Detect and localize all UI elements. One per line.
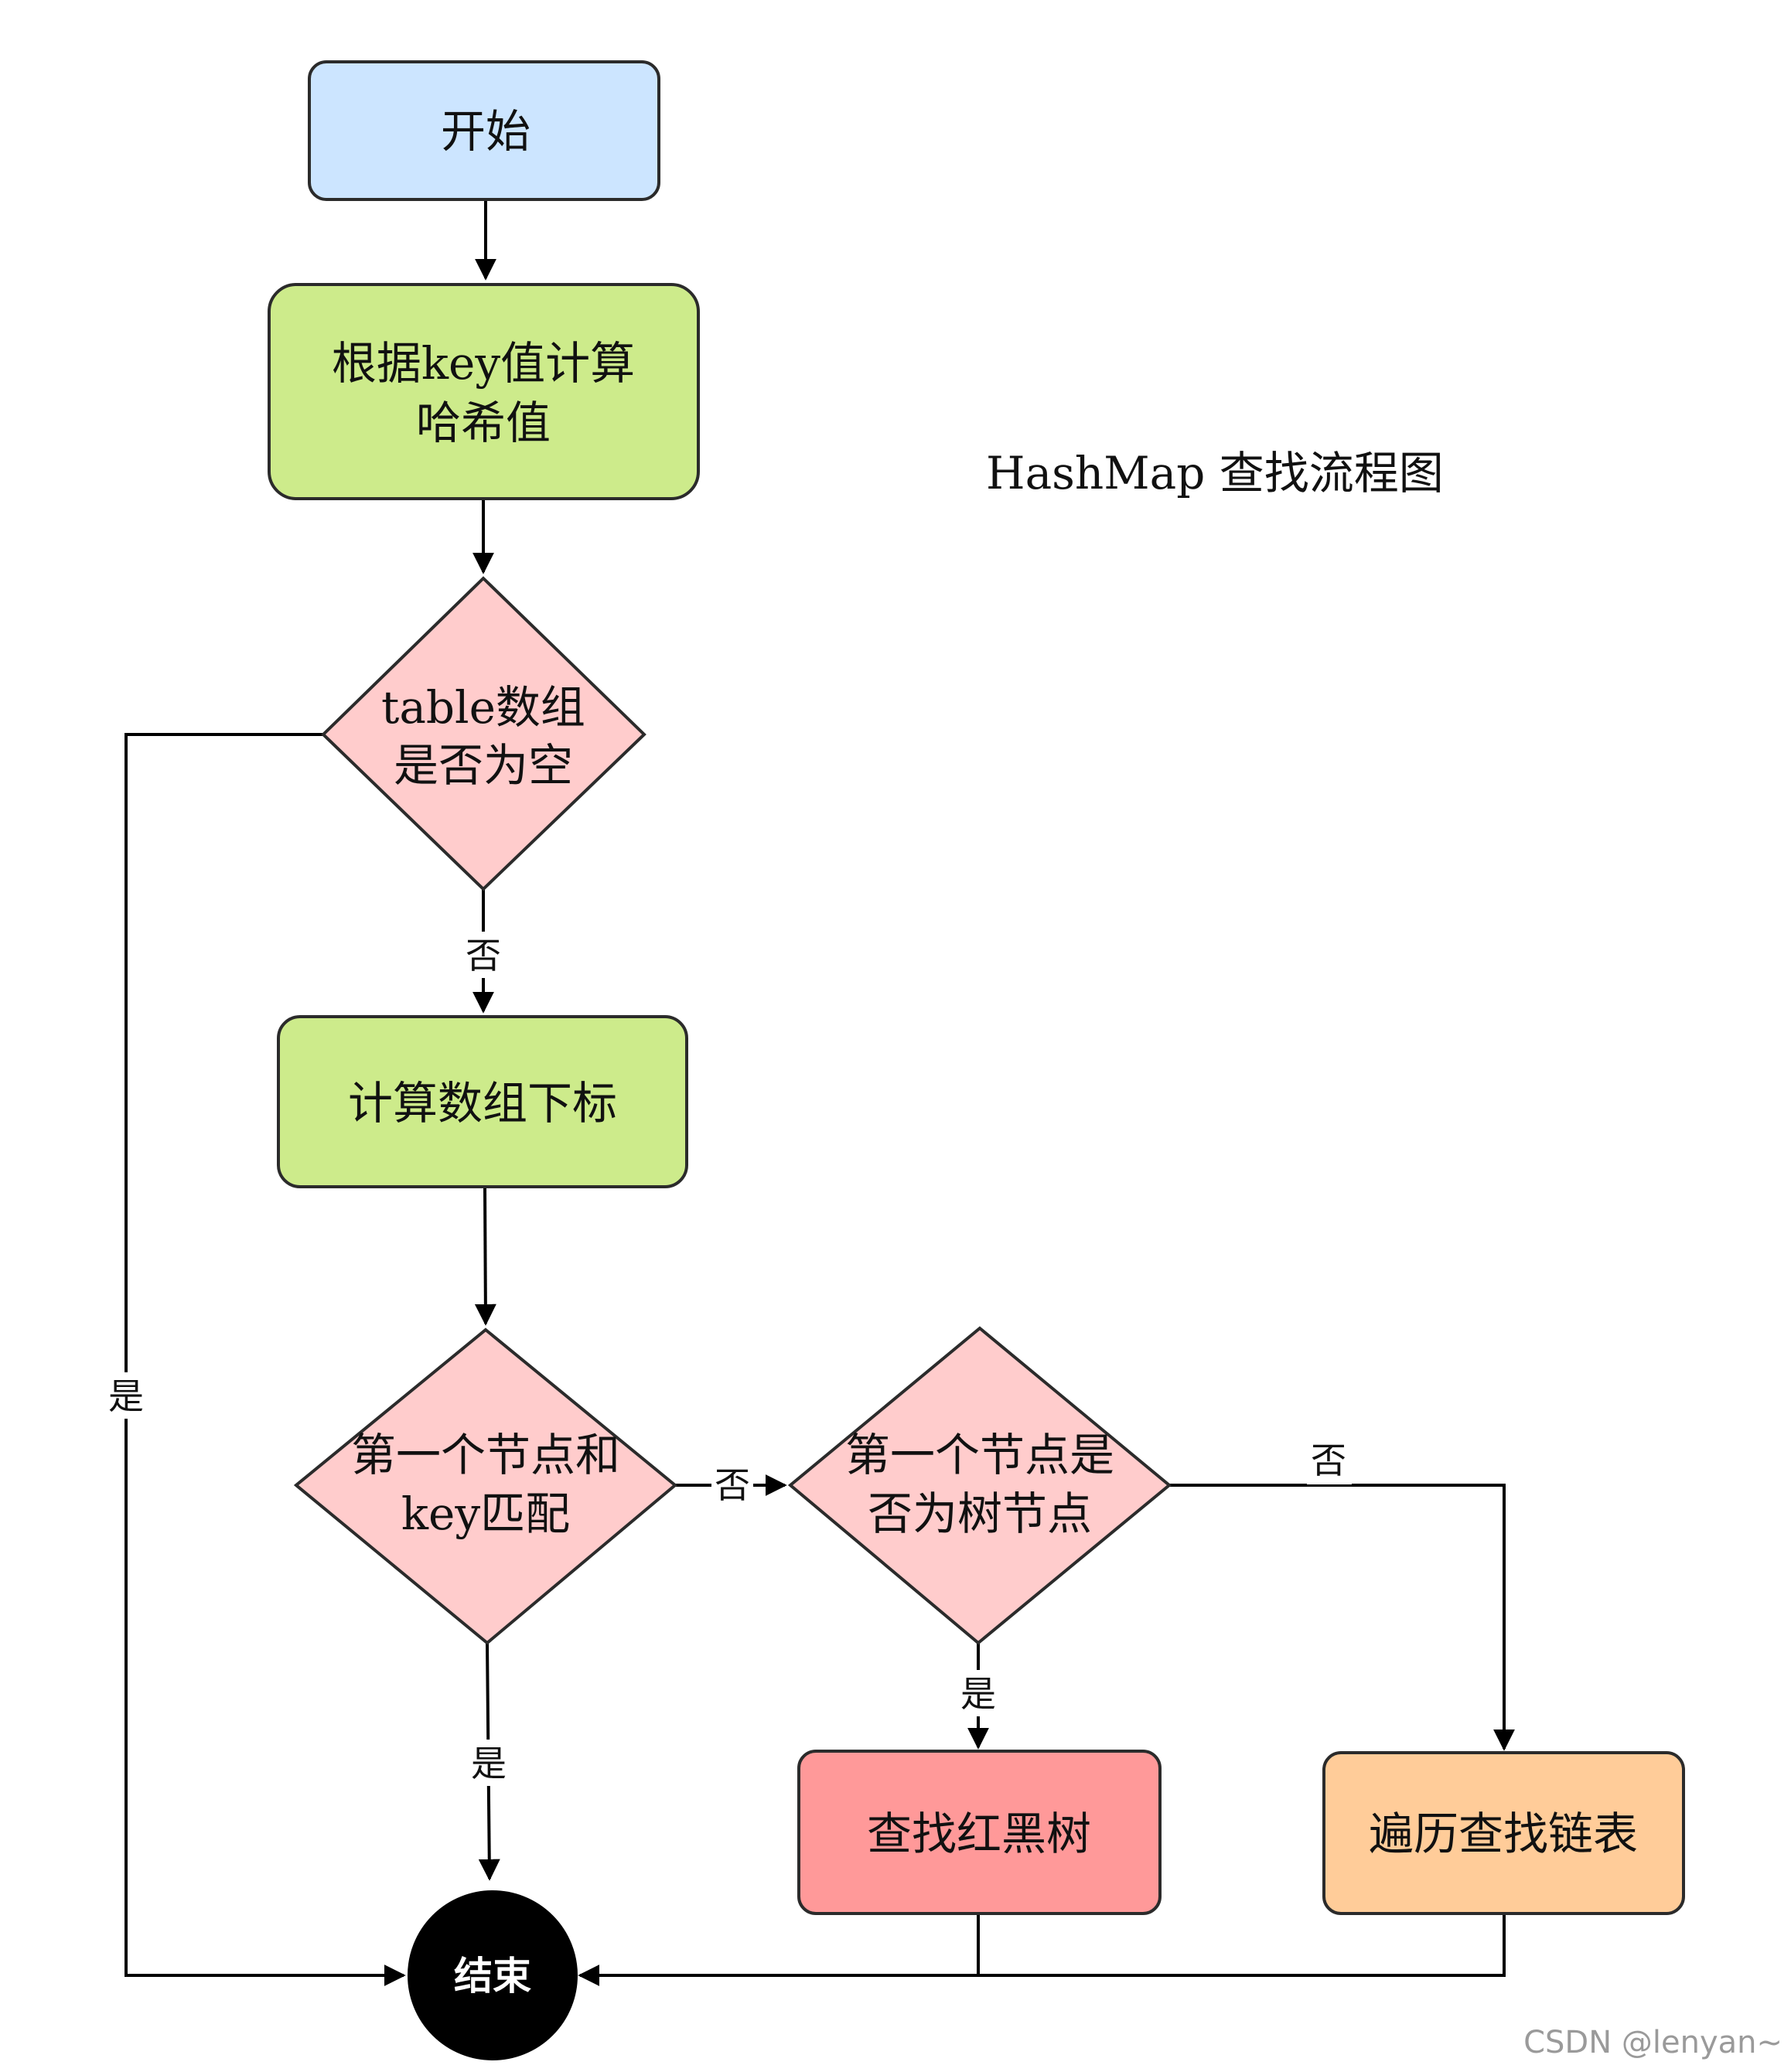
table-empty-label-line2: 是否为空 — [394, 739, 573, 792]
first-is-tree-decision — [787, 1326, 1172, 1645]
table-empty-label-line1: table数组 — [381, 681, 585, 734]
compute-hash-node — [268, 283, 700, 500]
start-node — [308, 60, 660, 201]
edge-label-tree-no: 否 — [1311, 1440, 1346, 1481]
edge-label-table-yes: 是 — [108, 1375, 144, 1417]
first-key-match-label-line2: key匹配 — [401, 1488, 570, 1540]
first-key-match-decision — [293, 1327, 678, 1645]
edge-tree-no-to-list — [1169, 1484, 1515, 1751]
compute-hash-label-line1: 根据key值计算 — [332, 337, 635, 390]
diagram-title: HashMap 查找流程图 — [986, 447, 1444, 499]
edge-label-bg — [468, 1740, 510, 1786]
first-key-match-label-line1: 第一个节点和 — [351, 1429, 620, 1481]
first-is-tree-label-line1: 第一个节点是 — [845, 1429, 1114, 1481]
table-empty-decision — [321, 576, 646, 891]
compute-index-node — [277, 1015, 688, 1188]
edge-label-bg — [105, 1372, 147, 1419]
search-rbtree-node — [797, 1750, 1162, 1915]
edge-label-tree-yes: 是 — [960, 1673, 996, 1715]
search-rbtree-label: 查找红黑树 — [867, 1808, 1091, 1860]
traverse-list-label: 遍历查找链表 — [1369, 1808, 1638, 1860]
end-node — [408, 1890, 578, 2060]
edge-index-to-key-match — [474, 1186, 496, 1326]
edge-label-bg — [711, 1461, 753, 1508]
edge-label-bg — [462, 932, 504, 978]
compute-hash-label-line2: 哈希值 — [416, 397, 551, 449]
edge-list-to-end — [578, 1914, 1506, 1986]
watermark: CSDN @lenyan~ — [1523, 2025, 1782, 2060]
edge-label-bg — [957, 1670, 999, 1716]
edge-label-key-match-yes: 是 — [471, 1743, 507, 1784]
first-is-tree-label-line2: 否为树节点 — [868, 1488, 1092, 1540]
compute-index-label: 计算数组下标 — [348, 1077, 617, 1130]
end-node-label: 结束 — [454, 1953, 531, 1999]
edge-table-yes-to-end — [125, 733, 406, 1986]
traverse-list-node — [1322, 1751, 1685, 1915]
edge-label-bg — [1307, 1438, 1352, 1484]
start-node-label: 开始 — [441, 105, 530, 158]
edge-label-key-match-no: 否 — [715, 1464, 750, 1506]
edge-label-table-no: 否 — [466, 935, 501, 976]
